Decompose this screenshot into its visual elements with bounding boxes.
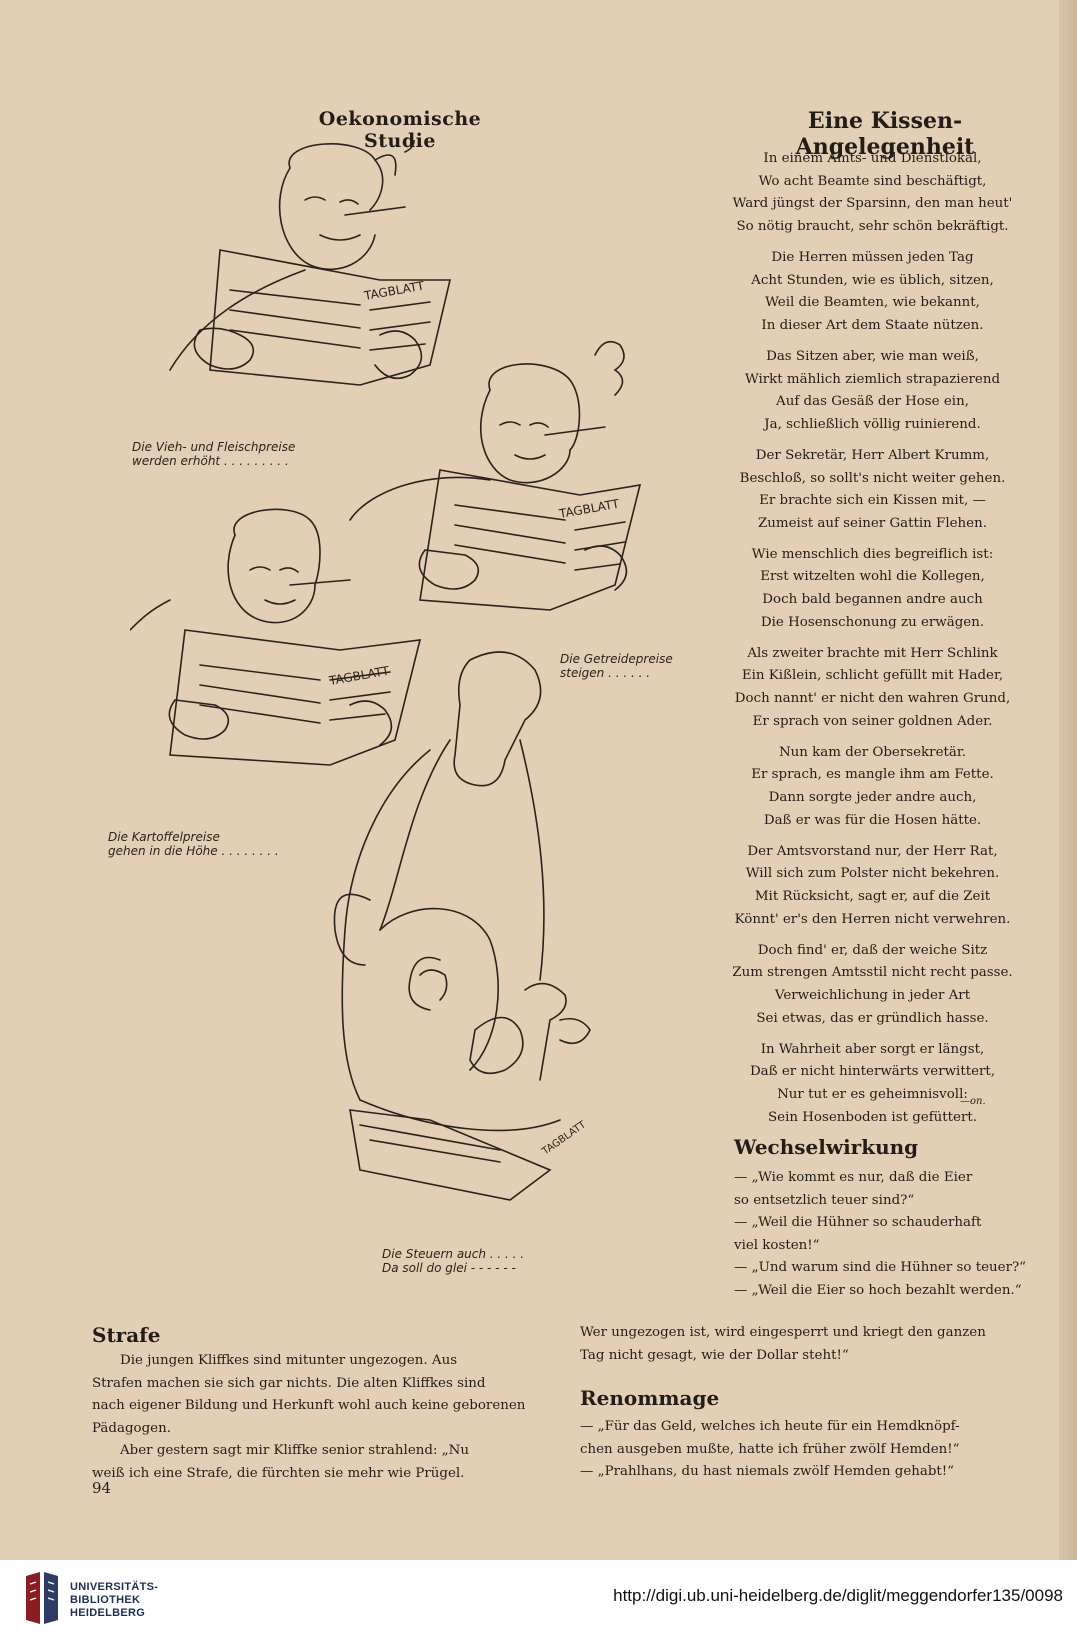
library-logo-icon — [26, 1572, 58, 1624]
reader-figure-1: TAGBLATT — [169, 140, 452, 386]
poem-stanza: In einem Amts- und Dienstlokal, Wo acht B… — [700, 148, 1045, 238]
dialogue-line: — „Wie kommt es nur, daß die Eier — [734, 1170, 973, 1185]
poem-stanza: Wie menschlich dies begreiflich ist: Erst… — [700, 544, 1045, 634]
poem-line: Zum strengen Amtsstil nicht recht passe. — [732, 965, 1013, 981]
poem-stanza: In Wahrheit aber sorgt er längst, Daß er … — [700, 1039, 1045, 1129]
poem-stanza: Der Sekretär, Herr Albert Krumm, Beschloß… — [700, 445, 1045, 535]
text-line: Wer ungezogen ist, wird eingesperrt und … — [580, 1325, 986, 1340]
dialogue-line: so entsetzlich teuer sind?“ — [734, 1192, 915, 1208]
text-line: Strafen machen sie sich gar nichts. Die … — [92, 1375, 486, 1391]
poem-line: Doch nannt' er nicht den wahren Grund, — [734, 691, 1011, 707]
poem-line: In einem Amts- und Dienstlokal, — [763, 151, 982, 166]
poem-line: Nur tut er es geheimnisvoll: — [777, 1086, 968, 1102]
cartoon-title: Oekonomische Studie — [318, 108, 482, 152]
source-url-link[interactable]: http://digi.ub.uni-heidelberg.de/diglit/… — [613, 1586, 1063, 1605]
poem-line: Dann sorgte jeder andre auch, — [768, 790, 977, 805]
dialogue-line: viel kosten!“ — [734, 1237, 820, 1253]
poem-line: Acht Stunden, wie es üblich, sitzen, — [751, 272, 994, 288]
dialogue-line: — „Prahlhans, du hast niemals zwölf Hemd… — [580, 1464, 955, 1480]
poem-line: Wirkt mählich ziemlich strapazierend — [744, 371, 1001, 387]
dialogue-line: — „Weil die Eier so hoch bezahlt werden.… — [734, 1282, 1022, 1298]
poem-stanza: Das Sitzen aber, wie man weiß, Wirkt mähl… — [700, 346, 1045, 436]
poem-line: Er brachte sich ein Kissen mit, — — [759, 493, 986, 509]
poem-line: Ja, schließlich völlig ruinierend. — [764, 416, 981, 432]
svg-text:TAGBLATT: TAGBLATT — [362, 279, 426, 304]
poem-line: Er sprach von seiner goldnen Ader. — [752, 713, 993, 729]
dialogue-line: — „Und warum sind die Hühner so teuer?“ — [734, 1260, 1026, 1276]
figure-4-taxes: TAGBLATT — [333, 651, 591, 1201]
poem-line: So nötig braucht, sehr schön bekräftigt. — [736, 218, 1009, 234]
poem-body: In einem Amts- und Dienstlokal, Wo acht B… — [700, 148, 1045, 1138]
poem-line: Als zweiter brachte mit Herr Schlink — [747, 645, 998, 661]
poem-line: Die Herren müssen jeden Tag — [771, 249, 974, 265]
text-line: Aber gestern sagt mir Kliffke senior str… — [120, 1443, 469, 1459]
renommage-title: Renommage — [580, 1386, 720, 1410]
poem-line: Daß er was für die Hosen hätte. — [763, 812, 982, 828]
poem-line: Ward jüngst der Sparsinn, den man heut' — [732, 196, 1013, 212]
poem-line: Er sprach, es mangle ihm am Fette. — [751, 767, 994, 783]
magazine-page — [0, 0, 1077, 1560]
poem-line: Will sich zum Polster nicht bekehren. — [745, 866, 1000, 882]
poem-line: Doch bald begannen andre auch — [762, 592, 983, 608]
poem-line: In dieser Art dem Staate nützen. — [761, 317, 984, 333]
strafe-body: Die jungen Kliffkes sind mitunter ungezo… — [92, 1350, 542, 1486]
poem-line: Wo acht Beamte sind beschäftigt, — [758, 173, 987, 189]
page-edge — [1059, 0, 1077, 1560]
poem-signature: —on. — [960, 1096, 986, 1107]
poem-line: Sei etwas, das er gründlich hasse. — [756, 1010, 989, 1026]
renommage-body: — „Für das Geld, welches ich heute für e… — [580, 1416, 1040, 1484]
text-line: Pädagogen. — [92, 1420, 171, 1436]
svg-text:TAGBLATT: TAGBLATT — [557, 497, 621, 522]
caption-meat-prices: Die Vieh- und Fleischpreise werden erhöh… — [132, 440, 296, 468]
reader-figure-2: TAGBLATT — [349, 340, 642, 611]
page-number: 94 — [92, 1479, 112, 1497]
poem-line: Daß er nicht hinterwärts verwittert, — [749, 1064, 996, 1080]
poem-line: Sein Hosenboden ist gefüttert. — [767, 1109, 978, 1125]
strafe-title: Strafe — [92, 1323, 161, 1347]
library-footer — [0, 1560, 1077, 1639]
poem-line: Mit Rücksicht, sagt er, auf die Zeit — [754, 888, 991, 904]
dialogue-line: — „Weil die Hühner so schauderhaft — [734, 1215, 982, 1231]
caption-potato-prices: Die Kartoffelpreise gehen in die Höhe . … — [108, 830, 279, 858]
poem-line: Die Hosenschonung zu erwägen. — [760, 614, 985, 630]
poem-line: Der Sekretär, Herr Albert Krumm, — [755, 447, 990, 463]
text-line: Die jungen Kliffkes sind mitunter ungezo… — [120, 1353, 458, 1368]
poem-line: Auf das Gesäß der Hose ein, — [776, 394, 969, 410]
strafe-continuation: Wer ungezogen ist, wird eingesperrt und … — [580, 1322, 1040, 1367]
library-name: UNIVERSITÄTS- BIBLIOTHEK HEIDELBERG — [70, 1581, 159, 1619]
poem-line: Weil die Beamten, wie bekannt, — [765, 295, 980, 311]
reader-figure-3: TAGBLATT — [130, 508, 422, 766]
cartoon-illustration: TAGBLATT TAGBLATT TAGBLATT — [130, 140, 642, 1201]
poem-line: Doch find' er, daß der weiche Sitz — [757, 942, 988, 958]
caption-grain-prices: Die Getreidepreise steigen . . . . . . — [560, 652, 673, 680]
dialogue-line: chen ausgeben mußte, hatte ich früher zw… — [580, 1441, 960, 1457]
poem-line: Wie menschlich dies begreiflich ist: — [751, 546, 994, 562]
dialogue-line: — „Für das Geld, welches ich heute für e… — [580, 1419, 960, 1434]
poem-line: Zumeist auf seiner Gattin Flehen. — [758, 515, 987, 531]
poem-line: Das Sitzen aber, wie man weiß, — [766, 348, 979, 364]
wechselwirkung-title: Wechselwirkung — [734, 1135, 919, 1159]
wechselwirkung-body: — „Wie kommt es nur, daß die Eier so ent… — [734, 1167, 1036, 1303]
poem-line: Nun kam der Obersekretär. — [778, 744, 967, 760]
poem-stanza: Nun kam der Obersekretär. Er sprach, es m… — [700, 742, 1045, 832]
poem-line: Ein Kißlein, schlicht gefüllt mit Hader, — [741, 668, 1004, 684]
poem-line: Verweichlichung in jeder Art — [774, 987, 971, 1003]
svg-text:TAGBLATT: TAGBLATT — [327, 664, 391, 689]
text-line: Tag nicht gesagt, wie der Dollar steht!“ — [580, 1347, 849, 1363]
poem-stanza: Der Amtsvorstand nur, der Herr Rat, Will … — [700, 841, 1045, 931]
poem-line: Beschloß, so sollt's nicht weiter gehen. — [739, 470, 1006, 486]
poem-line: Der Amtsvorstand nur, der Herr Rat, — [747, 843, 998, 859]
poem-line: Erst witzelten wohl die Kollegen, — [760, 569, 985, 585]
poem-title: Eine Kissen-Angelegenheit — [795, 108, 975, 160]
caption-taxes: Die Steuern auch . . . . . Da soll do gl… — [382, 1247, 525, 1275]
text-line: weiß ich eine Strafe, die fürchten sie m… — [92, 1465, 465, 1481]
poem-line: Könnt' er's den Herren nicht verwehren. — [734, 911, 1011, 927]
poem-line: In Wahrheit aber sorgt er längst, — [760, 1041, 985, 1057]
text-line: nach eigener Bildung und Herkunft wohl a… — [92, 1398, 526, 1414]
